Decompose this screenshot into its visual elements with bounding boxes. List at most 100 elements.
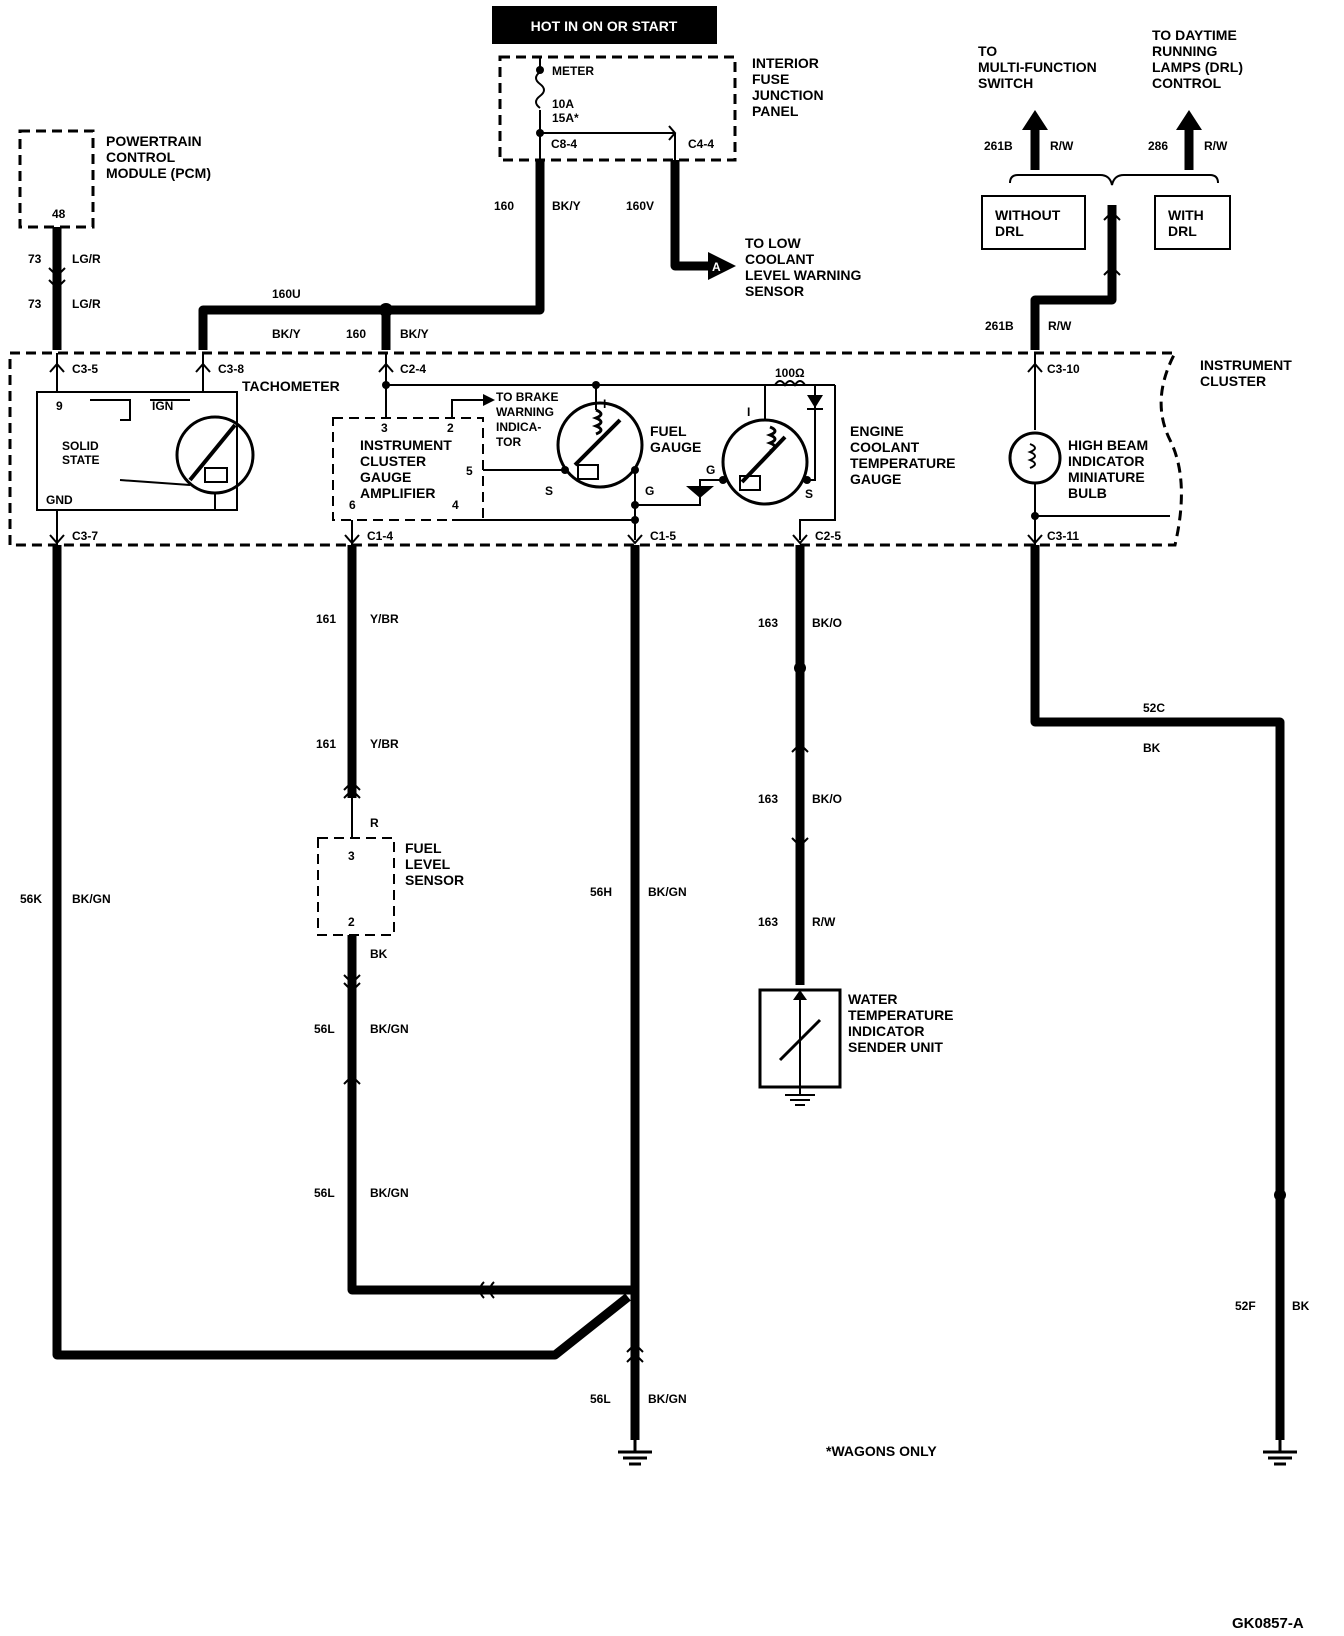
- brake-warning-arrow: [483, 394, 495, 406]
- wire-56h-number: 56H: [590, 885, 612, 899]
- fuse-junction-panel: [498, 55, 737, 162]
- ground-icon-sender: [785, 1094, 815, 1106]
- wire-52c-color: BK: [1143, 741, 1161, 755]
- connector-c3-10: C3-10: [1047, 362, 1080, 376]
- fuel-gauge-pin-i: I: [603, 397, 606, 411]
- wire-73-color-a: LG/R: [72, 252, 101, 266]
- connector-c1-4: C1-4: [367, 529, 393, 543]
- wire-160-color-b: BK/Y: [400, 327, 429, 341]
- wire-52c-number: 52C: [1143, 701, 1165, 715]
- amp-pin-3: 3: [381, 421, 388, 435]
- wire-56l-number-a: 56L: [314, 1022, 335, 1036]
- wire-52f-number: 52F: [1235, 1299, 1256, 1313]
- temp-gauge-pin-i: I: [747, 405, 750, 419]
- wire-286-number: 286: [1148, 139, 1168, 153]
- resistor-value: 100Ω: [775, 366, 805, 380]
- without-drl-label: WITHOUT DRL: [995, 207, 1064, 239]
- hot-banner: [492, 6, 717, 44]
- wire-73-color-b: LG/R: [72, 297, 101, 311]
- pcm-pin-48: 48: [52, 207, 66, 221]
- figure-id: GK0857-A: [1232, 1615, 1304, 1632]
- temp-gauge-pin-s: S: [805, 487, 813, 501]
- connector-c1-5: C1-5: [650, 529, 676, 543]
- wire-261b-number-a: 261B: [984, 139, 1013, 153]
- with-drl-box: [1154, 195, 1231, 250]
- high-beam-title: HIGH BEAM INDICATOR MINIATURE BULB: [1068, 437, 1152, 501]
- wire-56k-number: 56K: [20, 892, 42, 906]
- gauge-amplifier-title: INSTRUMENT CLUSTER GAUGE AMPLIFIER: [360, 437, 456, 501]
- low-coolant-arrow: [708, 252, 736, 280]
- fuel-gauge-icon: [556, 401, 644, 489]
- fuel-gauge-pin-s: S: [545, 484, 553, 498]
- footnote: *WAGONS ONLY: [826, 1443, 937, 1459]
- wire-163-color-c: R/W: [812, 915, 836, 929]
- ground-icon-main: [618, 1440, 652, 1466]
- wire-56l-color-b: BK/GN: [370, 1186, 409, 1200]
- water-temp-sender-title: WATER TEMPERATURE INDICATOR SENDER UNIT: [848, 991, 957, 1055]
- wire-261b-color-b: R/W: [1048, 319, 1072, 333]
- wire-163-color-a: BK/O: [812, 616, 842, 630]
- drl-arrow: [1176, 110, 1202, 130]
- drl-control-title: TO DAYTIME RUNNING LAMPS (DRL) CONTROL: [1152, 27, 1247, 91]
- wire-56l-color-a: BK/GN: [370, 1022, 409, 1036]
- amp-pin-6: 6: [349, 498, 356, 512]
- fuel-sensor-pin-3: 3: [348, 849, 355, 863]
- wire-161-number-a: 161: [316, 612, 336, 626]
- connector-c2-5: C2-5: [815, 529, 841, 543]
- wire-56l-number-c: 56L: [590, 1392, 611, 1406]
- resistor-icon: [774, 380, 806, 387]
- tach-pin-9: 9: [56, 399, 63, 413]
- instrument-cluster-title: INSTRUMENT CLUSTER: [1200, 357, 1296, 389]
- wire-163-number-b: 163: [758, 792, 778, 806]
- connector-c4-4: C4-4: [688, 137, 714, 151]
- diode-icon: [686, 486, 714, 498]
- wire-160u-color: BK/Y: [272, 327, 301, 341]
- drl-option-brace: [1009, 174, 1219, 186]
- wire-73-number-b: 73: [28, 297, 42, 311]
- wire-161-color-a: Y/BR: [370, 612, 399, 626]
- wire-160-number-b: 160: [346, 327, 366, 341]
- fuel-sensor-pin-2: 2: [348, 915, 355, 929]
- svg-text:A: A: [712, 260, 721, 274]
- wire-160u-number: 160U: [272, 287, 301, 301]
- wire-56k-color: BK/GN: [72, 892, 111, 906]
- amp-pin-5: 5: [466, 464, 473, 478]
- multi-function-arrow: [1022, 110, 1048, 130]
- tach-solid-state: SOLID STATE: [62, 439, 102, 467]
- without-drl-box: [981, 195, 1086, 250]
- wire-160-color: BK/Y: [552, 199, 581, 213]
- wire-286-color: R/W: [1204, 139, 1228, 153]
- wire-163-number-a: 163: [758, 616, 778, 630]
- fuel-level-sensor-box: [317, 837, 395, 936]
- amp-pin-4: 4: [452, 498, 459, 512]
- wire-56h-color: BK/GN: [648, 885, 687, 899]
- wire-261b-number-b: 261B: [985, 319, 1014, 333]
- fuel-level-sensor-title: FUEL LEVEL SENSOR: [405, 840, 464, 888]
- connector-c3-7: C3-7: [72, 529, 98, 543]
- multi-function-title: TO MULTI-FUNCTION SWITCH: [978, 43, 1101, 91]
- tachometer-title: TACHOMETER: [242, 378, 340, 394]
- amp-pin-2: 2: [447, 421, 454, 435]
- fuse-panel-title: INTERIOR FUSE JUNCTION PANEL: [752, 55, 827, 119]
- instrument-cluster-outline: [8, 351, 1183, 547]
- connector-c3-8: C3-8: [218, 362, 244, 376]
- connector-c3-11: C3-11: [1047, 529, 1079, 543]
- fuel-gauge-pin-g: G: [645, 484, 654, 498]
- tach-ign: IGN: [152, 399, 173, 413]
- tachometer-box: [36, 391, 238, 511]
- fuse-meter-label: METER: [552, 64, 594, 78]
- connector-c3-5: C3-5: [72, 362, 98, 376]
- low-coolant-title: TO LOW COOLANT LEVEL WARNING SENSOR: [745, 235, 865, 299]
- wire-52f-color: BK: [1292, 1299, 1310, 1313]
- wire-160v-number: 160V: [626, 199, 654, 213]
- fuse-rating-10a: 10A: [552, 97, 574, 111]
- wire-161-number-b: 161: [316, 737, 336, 751]
- temperature-gauge-icon: [721, 418, 809, 506]
- connector-c2-4: C2-4: [400, 362, 426, 376]
- fuel-gauge-title: FUEL GAUGE: [650, 423, 701, 455]
- wire-163-color-b: BK/O: [812, 792, 842, 806]
- ground-icon-high-beam: [1263, 1440, 1297, 1466]
- fuse-rating-15a: 15A*: [552, 111, 579, 125]
- tach-gnd: GND: [46, 493, 73, 507]
